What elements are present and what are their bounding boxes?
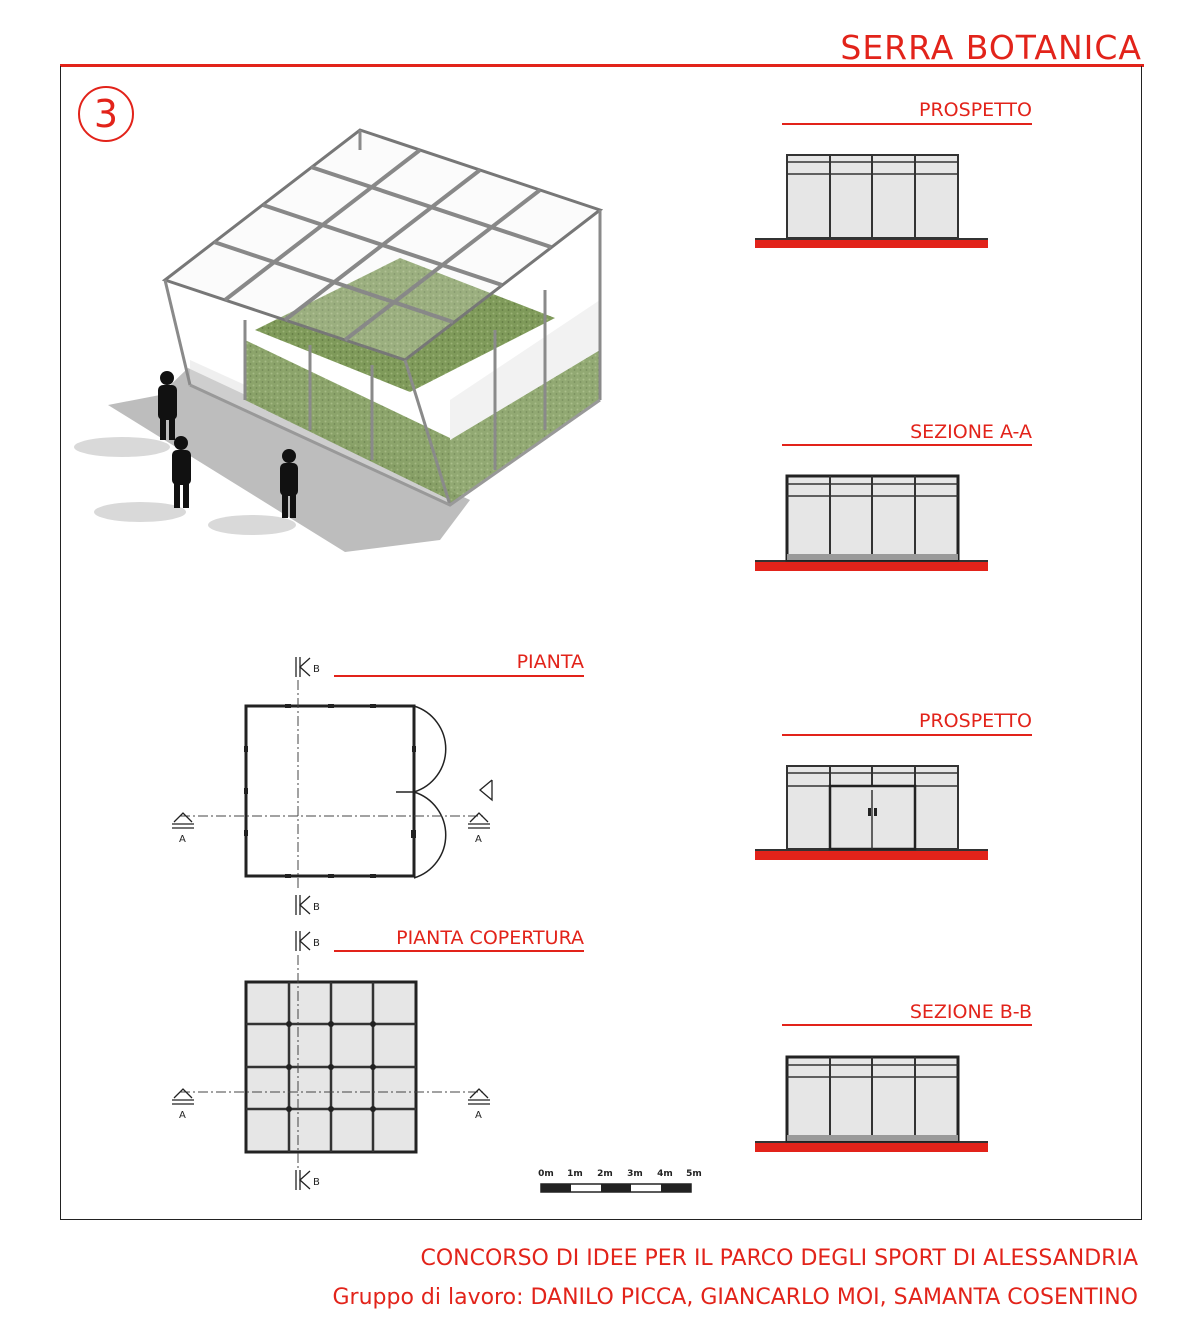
person-silhouette bbox=[280, 449, 298, 518]
section-marker-b bbox=[295, 931, 311, 951]
scale-tick-label: 2m bbox=[597, 1169, 613, 1179]
section-letter-a: A bbox=[475, 1110, 482, 1121]
scale-tick-label: 5m bbox=[686, 1169, 702, 1179]
drawing-frame bbox=[60, 66, 1142, 1220]
section-letter-b: B bbox=[313, 664, 320, 675]
section-a-a bbox=[755, 474, 988, 571]
scale-tick-label: 3m bbox=[627, 1169, 643, 1179]
section-letter-b: B bbox=[313, 938, 320, 949]
glass-wall-right bbox=[450, 350, 600, 505]
section-marker-b bbox=[295, 657, 311, 677]
view-underline-pianta-copertura bbox=[334, 950, 584, 952]
door-swing-arc bbox=[413, 705, 447, 793]
view-label-pianta: PIANTA bbox=[516, 651, 584, 673]
page-title: SERRA BOTANICA bbox=[840, 28, 1142, 67]
section-letter-a: A bbox=[179, 834, 186, 845]
elevation-prospetto-1 bbox=[755, 154, 988, 248]
door-swing-arc bbox=[413, 791, 447, 879]
person-silhouette bbox=[172, 436, 191, 508]
person-silhouette bbox=[158, 371, 177, 440]
section-letter-a: A bbox=[475, 834, 482, 845]
elevation-prospetto-2 bbox=[755, 765, 988, 860]
section-letter-a: A bbox=[179, 1110, 186, 1121]
greenhouse-lawn bbox=[255, 258, 555, 392]
section-marker-a bbox=[468, 812, 490, 829]
view-underline-sezione-aa bbox=[782, 444, 1032, 446]
scale-tick-label: 0m bbox=[538, 1169, 554, 1179]
scale-tick-label: 1m bbox=[567, 1169, 583, 1179]
view-underline-sezione-bb bbox=[782, 1024, 1032, 1026]
entrance-arrow-icon bbox=[478, 779, 493, 802]
floor-plan bbox=[180, 680, 493, 890]
view-label-sezione-bb: SEZIONE B-B bbox=[909, 1001, 1032, 1023]
footer-competition: CONCORSO DI IDEE PER IL PARCO DEGLI SPOR… bbox=[420, 1246, 1138, 1271]
glass-wall-front-grass bbox=[245, 340, 450, 500]
section-b-b bbox=[755, 1055, 988, 1152]
roof-plan bbox=[180, 955, 485, 1170]
greenhouse-posts bbox=[163, 130, 602, 506]
section-marker-a bbox=[172, 1088, 194, 1105]
person-shadow bbox=[94, 502, 186, 522]
view-label-pianta-copertura: PIANTA COPERTURA bbox=[396, 927, 584, 949]
footer-team: Gruppo di lavoro: DANILO PICCA, GIANCARL… bbox=[332, 1285, 1138, 1310]
section-letter-b: B bbox=[313, 1177, 320, 1188]
section-marker-a bbox=[172, 812, 194, 829]
person-shadow bbox=[208, 515, 296, 535]
view-label-sezione-aa: SEZIONE A-A bbox=[910, 421, 1032, 443]
section-marker-b bbox=[295, 1170, 311, 1190]
scale-bar: 0m 1m 2m 3m 4m 5m bbox=[538, 1169, 702, 1193]
roof-grid bbox=[213, 148, 552, 342]
person-shadow bbox=[74, 437, 170, 457]
view-label-prospetto-1: PROSPETTO bbox=[919, 99, 1032, 121]
view-underline-prospetto-1 bbox=[782, 123, 1032, 125]
section-marker-b bbox=[295, 895, 311, 915]
title-rule bbox=[60, 64, 1144, 67]
section-marker-a bbox=[468, 1088, 490, 1105]
sheet-number-badge: 3 bbox=[78, 86, 134, 142]
section-letter-b: B bbox=[313, 902, 320, 913]
view-underline-prospetto-2 bbox=[782, 734, 1032, 736]
view-label-prospetto-2: PROSPETTO bbox=[919, 710, 1032, 732]
axonometric-view bbox=[74, 128, 604, 552]
view-underline-pianta bbox=[334, 675, 584, 677]
scale-tick-label: 4m bbox=[657, 1169, 673, 1179]
